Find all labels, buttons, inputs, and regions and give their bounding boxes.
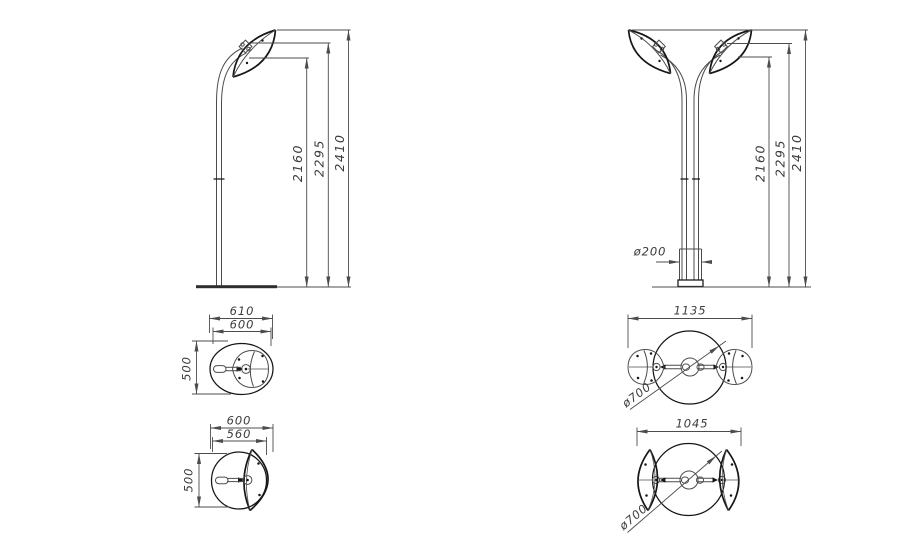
view-double-lamp-front: ø200 2160 2295 2410 (627, 29, 811, 288)
shade-dome-arc (249, 448, 269, 512)
left-shade-edge (637, 448, 659, 511)
screw-dot (238, 376, 241, 380)
hub-dot (244, 367, 248, 371)
shade-outline-ellipse (209, 342, 274, 396)
view-single-lamp-side: 2160 2295 2410 (196, 29, 351, 289)
screw-dot (636, 376, 640, 380)
screw-dot (727, 379, 730, 382)
lamp-shade-outer-arc (232, 29, 277, 78)
screw-dot (640, 37, 643, 40)
dim-label-500: 500 (180, 356, 194, 381)
left-pole-inner-line (660, 54, 687, 280)
clamp-dot (721, 365, 725, 369)
shade-inner-egg (231, 349, 270, 389)
hub-dot (246, 478, 249, 482)
dim-label-600: 600 (230, 318, 255, 332)
screw-dot (258, 493, 261, 497)
screw-dot (261, 380, 265, 383)
pole-outer-line (216, 47, 243, 287)
diameter-leader-line (629, 345, 720, 410)
hub-circle (679, 470, 699, 490)
screw-dot (644, 463, 647, 466)
screw-dot (737, 37, 740, 40)
hub-slot (696, 476, 704, 484)
diameter-leader-line (627, 455, 717, 533)
dim-label-500: 500 (182, 468, 196, 493)
dim-label-560: 560 (227, 427, 252, 441)
right-pole-inner-line (693, 54, 721, 280)
base-plate (196, 285, 277, 289)
dim-label-610: 610 (230, 304, 255, 318)
screw-dot (650, 379, 653, 382)
view-single-lamp-top-vertical: 600 560 500 (182, 414, 274, 512)
right-shade-edge (718, 448, 740, 511)
clamp-circle (718, 362, 728, 372)
screw-dot (729, 494, 733, 497)
arm-slot (215, 476, 229, 485)
left-lamp-shade (627, 29, 672, 75)
lamp-shade-rim-arc (232, 29, 276, 78)
right-pole-outer-line (698, 50, 725, 280)
screw-dot (237, 358, 241, 361)
view-double-lamp-top-vertical: 1045 ø700 (616, 417, 742, 533)
left-pole-outer-line (656, 50, 683, 280)
base-plate (677, 279, 704, 288)
right-shade-top (715, 348, 753, 386)
shade-outline (210, 451, 268, 510)
screw-dot (727, 352, 731, 355)
dim-label-1135: 1135 (674, 304, 707, 318)
dim-label-shade-diameter: ø700 (619, 379, 654, 410)
clamp-arrow (712, 477, 718, 483)
shade-mount-hub (238, 39, 253, 54)
screw-dot (257, 462, 260, 465)
clamp-dot (655, 365, 658, 369)
view-double-lamp-top-tilted: 1135 ø700 (619, 304, 753, 411)
screw-dot (645, 494, 648, 497)
dim-label-2295: 2295 (773, 139, 788, 177)
dim-label-2160: 2160 (753, 144, 768, 182)
screw-dot (261, 39, 264, 42)
screw-dot (245, 61, 249, 65)
lamp-shade-top-arc (232, 29, 276, 78)
hub-slot (696, 363, 705, 371)
shade-rim-arc (243, 449, 253, 511)
screw-dot (636, 354, 639, 358)
right-lamp-shade (708, 29, 753, 75)
diameter-leader-overshoot (715, 450, 723, 457)
screw-dot (719, 59, 722, 63)
screw-dot (658, 59, 661, 63)
dim-label-2410: 2410 (332, 133, 347, 171)
screw-dot (740, 376, 744, 380)
diameter-leader-overshoot (718, 340, 727, 347)
dim-label-base-diameter: ø200 (633, 245, 667, 259)
clamp-arrow (660, 364, 666, 370)
pole-inner-line (221, 52, 247, 287)
screw-dot (649, 352, 653, 355)
dim-label-2410: 2410 (789, 133, 804, 171)
dim-label-1045: 1045 (676, 417, 709, 431)
dim-label-2160: 2160 (290, 144, 305, 182)
arm-slot (213, 365, 227, 373)
dim-label-600: 600 (227, 414, 252, 428)
screw-dot (730, 463, 734, 466)
left-shade-top (627, 348, 665, 386)
dim-label-2295: 2295 (312, 139, 327, 177)
hub-circle (680, 357, 700, 377)
view-single-lamp-top-tilted: 610 600 500 (180, 304, 274, 396)
clamp-arrow (660, 477, 666, 483)
screw-dot (741, 354, 744, 358)
screw-dot (261, 354, 264, 358)
